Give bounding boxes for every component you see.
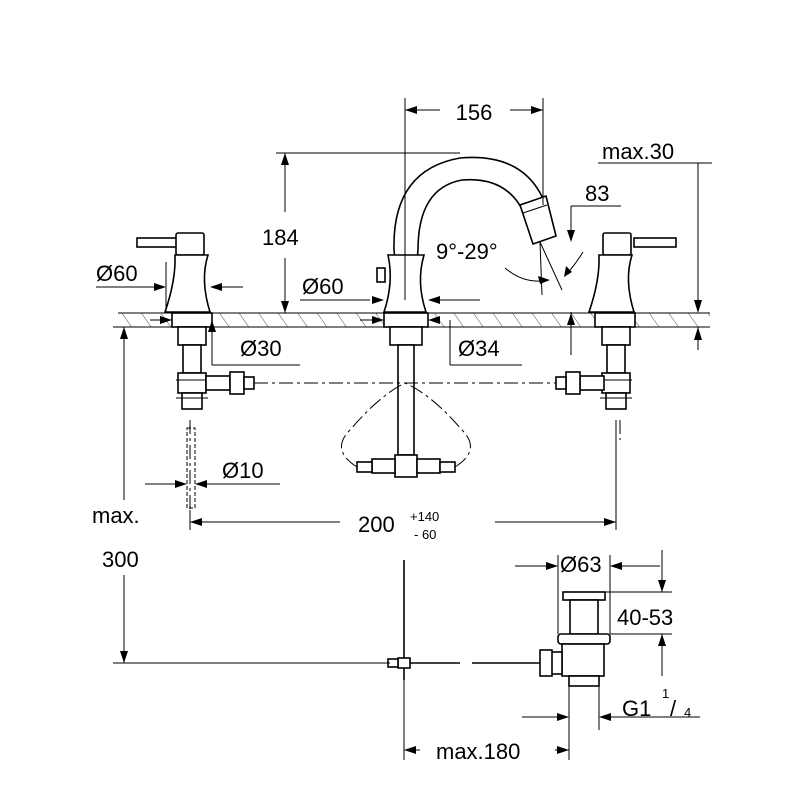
label-spout-dia-60: Ø60 [302, 274, 344, 299]
label-thread-frac-num: 1 [662, 686, 669, 701]
label-dia-10: Ø10 [222, 458, 264, 483]
label-83: 83 [585, 181, 609, 206]
hose-centerlines [189, 382, 621, 510]
label-184: 184 [262, 225, 299, 250]
label-dia-30: Ø30 [240, 336, 282, 361]
label-angle: 9°-29° [436, 239, 498, 264]
label-max: max. [92, 503, 140, 528]
drain-rod [186, 427, 196, 509]
label-300: 300 [102, 547, 139, 572]
label-handle-dia-60: Ø60 [96, 261, 138, 286]
right-handle-valve [555, 232, 677, 410]
label-tol-plus: +140 [410, 509, 439, 524]
pop-up-waste [387, 560, 611, 687]
label-thread-g1: G1 [622, 696, 651, 721]
label-156: 156 [456, 100, 493, 125]
thread-fraction-slash: / [670, 696, 677, 721]
label-dia-34: Ø34 [458, 336, 500, 361]
label-thread-frac-den: 4 [684, 705, 691, 720]
label-200: 200 [358, 512, 395, 537]
label-tol-minus: - 60 [414, 527, 436, 542]
left-handle-valve [136, 232, 255, 410]
label-40-53: 40-53 [617, 605, 673, 630]
dimension-labels: 156 max.30 83 184 9°-29° Ø60 Ø60 Ø30 Ø34… [92, 100, 691, 764]
label-dia-63: Ø63 [560, 552, 602, 577]
label-max-30: max.30 [602, 139, 674, 164]
label-max-180: max.180 [436, 739, 520, 764]
dimension-lines [96, 98, 712, 760]
spout [356, 156, 557, 478]
